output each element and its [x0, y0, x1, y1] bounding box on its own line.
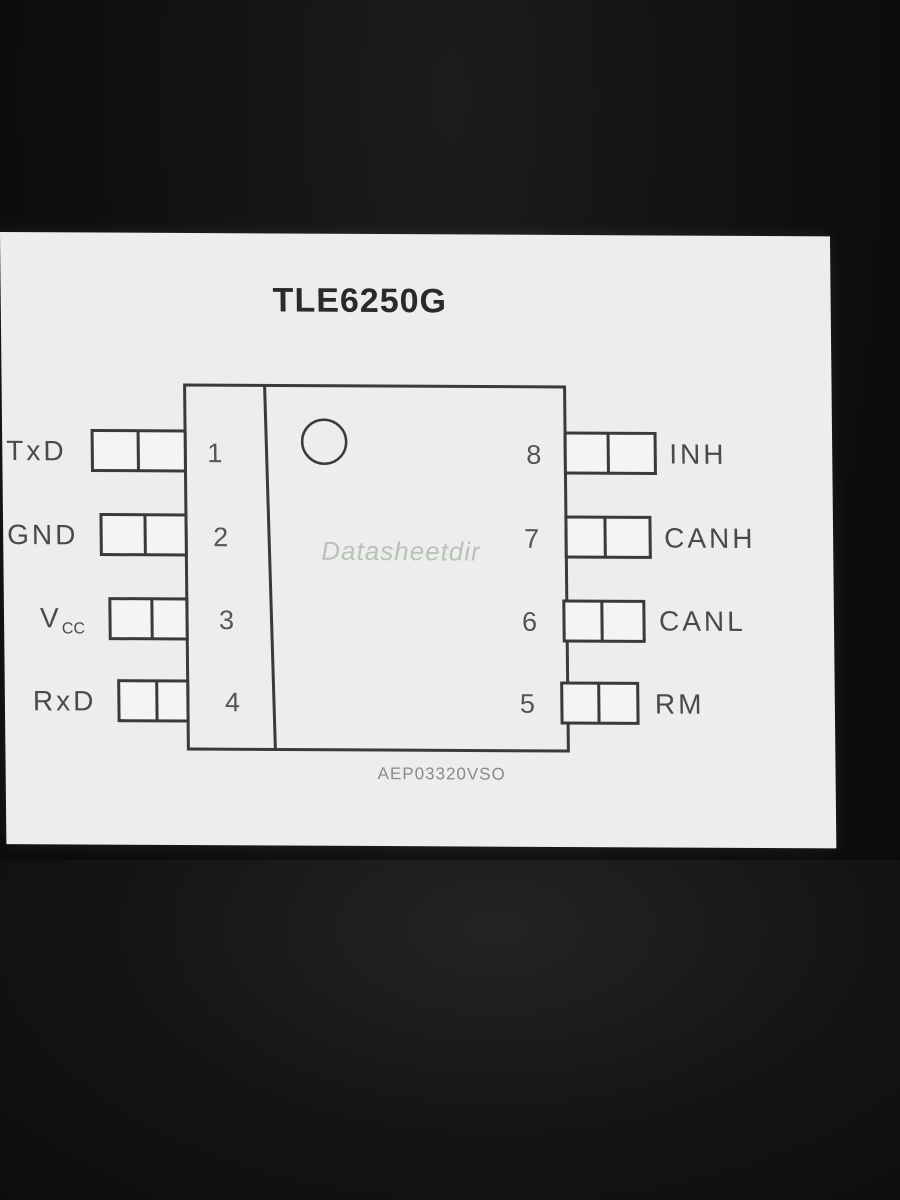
pin-number-3: 3	[218, 605, 235, 636]
lead-pin-8	[563, 431, 657, 475]
pin-number-5: 5	[519, 688, 536, 719]
pin-label-canl: CANL	[658, 605, 746, 637]
pin-number-8: 8	[526, 439, 542, 470]
vcc-main: V	[39, 602, 62, 634]
left-pin-leads	[90, 428, 190, 723]
monitor-screen: TLE6250G TxD GND VCC RxD 1 2 3 4 8 7 6 5…	[0, 232, 837, 849]
pin-label-rm: RM	[654, 688, 705, 720]
pin-label-rxd: RxD	[32, 685, 97, 717]
package-code: AEP03320VSO	[377, 764, 506, 784]
pin-label-canh: CANH	[663, 522, 756, 554]
ic-outline	[90, 383, 657, 753]
pin-number-4: 4	[224, 687, 241, 718]
lead-pin-3	[108, 597, 189, 641]
dark-background	[0, 860, 900, 1200]
watermark-text: Datasheetdir	[321, 535, 481, 567]
pin-number-2: 2	[213, 522, 229, 553]
pin-number-1: 1	[207, 438, 223, 469]
pin-label-vcc: VCC	[39, 602, 86, 638]
pin-label-gnd: GND	[7, 519, 79, 551]
pin-diagram: TLE6250G TxD GND VCC RxD 1 2 3 4 8 7 6 5…	[0, 232, 836, 848]
chip-title: TLE6250G	[272, 281, 448, 321]
lead-pin-7	[564, 515, 652, 559]
pin1-marker	[300, 418, 348, 465]
pin-label-inh: INH	[669, 438, 727, 470]
lead-pin-4	[117, 679, 190, 723]
pin-number-7: 7	[523, 523, 540, 554]
vcc-subscript: CC	[61, 620, 86, 638]
pin-number-6: 6	[521, 606, 538, 637]
ic-body	[183, 383, 570, 753]
pin-label-txd: TxD	[6, 435, 67, 467]
right-pin-leads	[560, 431, 657, 725]
lead-pin-6	[562, 599, 646, 643]
ic-divider	[263, 385, 277, 750]
